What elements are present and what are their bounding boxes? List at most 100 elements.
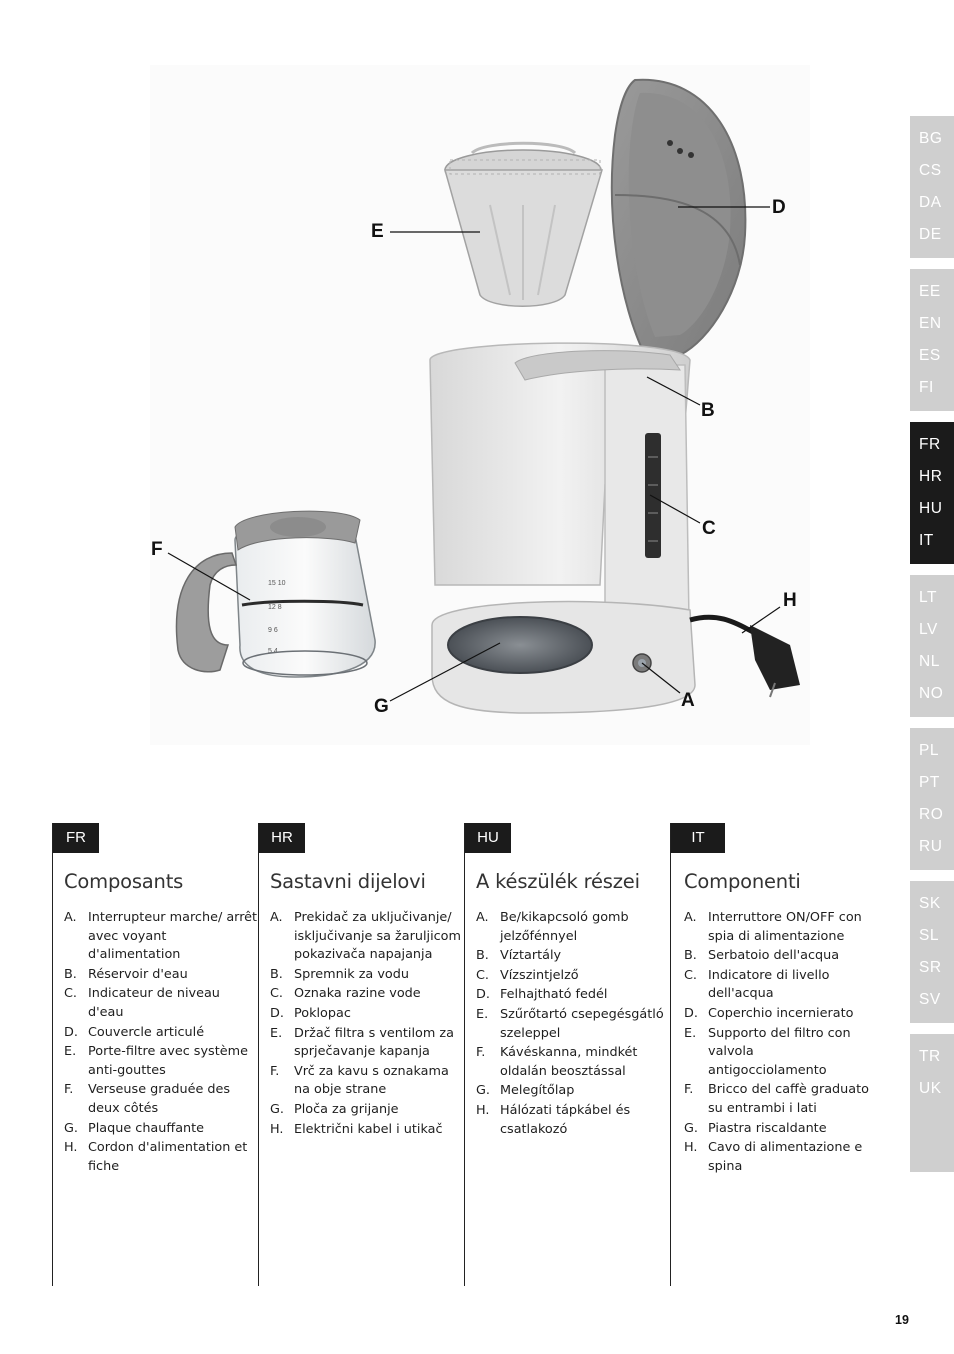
- parts-list: A.Interrupteur marche/ arrêt avec voyant…: [64, 909, 258, 1177]
- lang-tab-ru[interactable]: RU: [919, 838, 943, 855]
- item-text: Víztartály: [500, 948, 562, 964]
- column-it: IT Componenti A.Interruttore ON/OFF con …: [670, 823, 876, 1286]
- item-text: Indicateur de niveau d'eau: [88, 986, 220, 1020]
- list-item: F.Bricco del caffè graduato su entrambi …: [684, 1081, 876, 1118]
- section-heading: Componenti: [684, 870, 801, 893]
- item-letter: D.: [270, 1005, 284, 1021]
- lang-tab-bg[interactable]: BG: [919, 130, 943, 147]
- lang-tab-lt[interactable]: LT: [919, 589, 937, 606]
- item-letter: H.: [270, 1121, 284, 1137]
- lang-tab-fr[interactable]: FR: [919, 436, 941, 453]
- list-item: A. Be/kikapcsoló gomb jelzőfénnyel: [476, 909, 670, 946]
- callout-h: H: [783, 590, 797, 611]
- language-tab-index: BG CS DA DE EE EN ES FI FR HR HU IT LT L…: [910, 116, 954, 1183]
- lang-group-7: TR UK: [910, 1034, 954, 1172]
- item-letter: D.: [476, 987, 490, 1003]
- column-hu: HU A készülék részei A.Be/kikapcsoló gom…: [464, 823, 670, 1286]
- lang-tab-pt[interactable]: PT: [919, 774, 940, 791]
- list-item: D.Felhajtható fedél: [476, 986, 670, 1005]
- lang-tab-ee[interactable]: EE: [919, 283, 941, 300]
- item-text: Serbatoio dell'acqua: [708, 948, 840, 964]
- item-letter: D.: [64, 1024, 78, 1040]
- item-letter: H.: [476, 1102, 490, 1118]
- item-letter: A.: [684, 910, 697, 925]
- item-letter: G.: [476, 1083, 490, 1099]
- list-item: C.Indicateur de niveau d'eau: [64, 985, 258, 1022]
- section-heading: Composants: [64, 870, 184, 893]
- lang-group-5: PL PT RO RU: [910, 728, 954, 870]
- lang-tab-lv[interactable]: LV: [919, 621, 938, 638]
- lang-tab-da[interactable]: DA: [919, 194, 942, 211]
- list-item: H. Hálózati tápkábel és csatlakozó: [476, 1102, 670, 1139]
- lang-tab-de[interactable]: DE: [919, 226, 942, 243]
- lang-group-4: LT LV NL NO: [910, 575, 954, 717]
- hinged-lid: [610, 78, 747, 356]
- lang-tab-cs[interactable]: CS: [919, 162, 942, 179]
- item-text: Hálózati tápkábel és csatlakozó: [500, 1102, 631, 1137]
- item-text: Kávéskanna, mindkét oldalán beosztással: [500, 1045, 638, 1079]
- lang-tab-es[interactable]: ES: [919, 347, 941, 364]
- list-item: D.Coperchio incernierato: [684, 1005, 876, 1024]
- lang-group-3-active: FR HR HU IT: [910, 422, 954, 564]
- jug-scale-mark: 5 4: [268, 648, 278, 655]
- list-item: A.Prekidač za uključivanje/ isključivanj…: [270, 909, 464, 965]
- list-item: A.Interrupteur marche/ arrêt avec voyant…: [64, 909, 258, 965]
- lang-tab-sl[interactable]: SL: [919, 927, 939, 944]
- item-text: Bricco del caffè graduato su entrambi i …: [708, 1082, 869, 1116]
- item-letter: E.: [476, 1006, 489, 1022]
- lang-tab-sr[interactable]: SR: [919, 959, 942, 976]
- item-letter: H.: [64, 1140, 78, 1156]
- item-text: Vrč za kavu s oznakama na obje strane: [294, 1063, 449, 1098]
- item-letter: C.: [476, 967, 490, 983]
- lang-tab-pl[interactable]: PL: [919, 742, 939, 759]
- item-text: Plaque chauffante: [88, 1120, 205, 1136]
- callout-a: A: [681, 690, 695, 711]
- lang-tab-ro[interactable]: RO: [919, 806, 944, 823]
- list-item: E.Supporto del filtro con valvola antigo…: [684, 1025, 876, 1081]
- lang-group-6: SK SL SR SV: [910, 881, 954, 1023]
- lang-tab-it[interactable]: IT: [919, 532, 934, 549]
- list-item: B. Víztartály: [476, 947, 670, 966]
- parts-list: A.Prekidač za uključivanje/ isključivanj…: [270, 909, 464, 1140]
- item-text: Be/kikapcsoló gomb jelzőfénnyel: [500, 910, 629, 944]
- list-item: F. Vrč za kavu s oznakama na obje strane: [270, 1063, 464, 1100]
- list-item: D.Poklopac: [270, 1005, 464, 1024]
- lang-tab-tr[interactable]: TR: [919, 1048, 941, 1065]
- lang-group-1: BG CS DA DE: [910, 116, 954, 258]
- item-text: Melegítőlap: [500, 1083, 575, 1099]
- list-item: B.Serbatoio dell'acqua: [684, 947, 876, 966]
- callout-g: G: [374, 696, 389, 717]
- item-text: Prekidač za uključivanje/ isključivanje …: [294, 910, 461, 963]
- lang-tab-hu[interactable]: HU: [919, 500, 943, 517]
- lang-tab-nl[interactable]: NL: [919, 653, 940, 670]
- item-letter: B.: [476, 948, 489, 964]
- lang-tab-uk[interactable]: UK: [919, 1080, 942, 1097]
- list-item: B.Spremnik za vodu: [270, 966, 464, 985]
- item-letter: C.: [270, 986, 284, 1002]
- callout-c: C: [702, 518, 716, 539]
- item-letter: B.: [270, 966, 283, 982]
- lang-tab-hr[interactable]: HR: [919, 468, 943, 485]
- lang-tab-sk[interactable]: SK: [919, 895, 941, 912]
- list-item: C.Vízszintjelző: [476, 967, 670, 986]
- item-letter: A.: [476, 910, 489, 925]
- lang-tab-en[interactable]: EN: [919, 315, 942, 332]
- item-letter: F.: [64, 1082, 74, 1098]
- item-text: Couvercle articulé: [88, 1024, 205, 1040]
- list-item: H. Cavo di alimentazione e spina: [684, 1139, 876, 1176]
- machine-body: [429, 342, 800, 714]
- lang-tab-no[interactable]: NO: [919, 685, 944, 702]
- item-letter: A.: [64, 910, 77, 925]
- list-item: D. Couvercle articulé: [64, 1024, 258, 1043]
- jug-scale-mark: 15 10: [268, 580, 286, 587]
- item-text: Ploča za grijanje: [294, 1101, 399, 1117]
- item-letter: H.: [684, 1140, 698, 1156]
- item-text: Cavo di alimentazione e spina: [708, 1140, 863, 1174]
- lang-tab-fi[interactable]: FI: [919, 379, 934, 396]
- parts-list: A. Be/kikapcsoló gomb jelzőfénnyel B. Vízt…: [476, 909, 670, 1140]
- coffee-maker-drawing: 15 10 12 8 9 6 5 4: [150, 65, 810, 745]
- item-letter: F.: [270, 1063, 280, 1079]
- item-letter: F.: [476, 1045, 486, 1061]
- coffee-maker-illustration: 15 10 12 8 9 6 5 4 E D B C F H G A: [150, 65, 810, 745]
- lang-tab-sv[interactable]: SV: [919, 991, 941, 1008]
